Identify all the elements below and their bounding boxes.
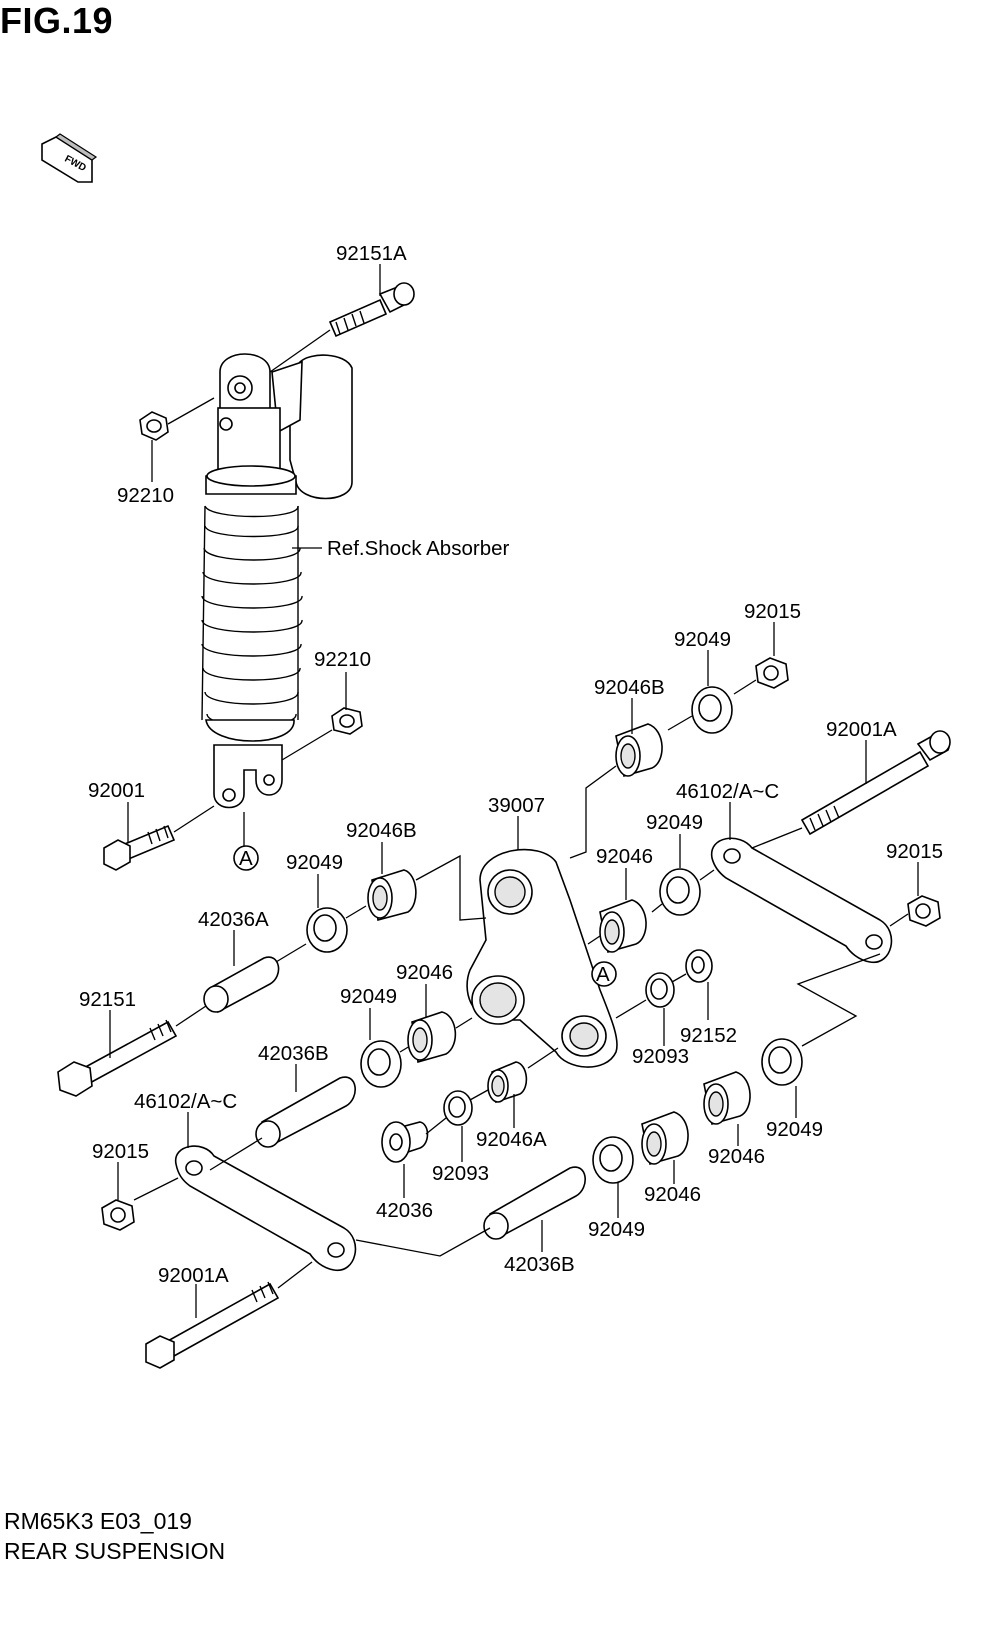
label-sleeve-42036b-center: 42036B (258, 1042, 329, 1065)
label-seal-92049-upper: 92049 (674, 628, 731, 651)
label-seal-92093-left: 92093 (432, 1162, 489, 1185)
washer-92152-icon (685, 949, 713, 983)
tierod-46102-lower (175, 1145, 357, 1271)
label-bolt-92151a: 92151A (336, 242, 407, 265)
label-bearing-92046a: 92046A (476, 1128, 547, 1151)
label-bearing-92046-right: 92046 (596, 845, 653, 868)
washer-92015-upper-icon (755, 657, 789, 689)
fwd-arrow-icon: FWD (41, 133, 98, 183)
label-bolt-92151: 92151 (79, 988, 136, 1011)
label-bolt-92001: 92001 (88, 779, 145, 802)
label-bearing-92046-bottom-mid: 92046 (644, 1183, 701, 1206)
sleeve-42036b-center-icon (255, 1076, 356, 1148)
marker-a-right: A (596, 963, 610, 986)
seal-92049-upper-icon (691, 686, 733, 734)
label-bolt-92001a-lower: 92001A (158, 1264, 229, 1287)
seal-92049-bottom-right-icon (761, 1038, 803, 1086)
washer-92015-right-icon (907, 895, 941, 927)
label-seal-92049-center: 92049 (340, 985, 397, 1008)
bolt-92001a-lower-icon (145, 1281, 280, 1369)
label-sleeve-42036b-bottom: 42036B (504, 1253, 575, 1276)
bearing-92046-center-icon (407, 1011, 457, 1064)
label-nut-92210-mid: 92210 (314, 648, 371, 671)
label-bolt-92001a-upper: 92001A (826, 718, 897, 741)
collar-42036-icon (381, 1121, 429, 1163)
washer-92015-lower-left-icon (101, 1199, 135, 1231)
tierod-46102-upper (711, 837, 893, 963)
label-ref-shock-absorber: Ref.Shock Absorber (327, 537, 509, 560)
bolt-92151a-icon (328, 282, 415, 338)
section-name: REAR SUSPENSION (4, 1538, 226, 1564)
nut-92210-mid-icon (331, 707, 363, 735)
seal-92049-bottom-mid-icon (592, 1136, 634, 1184)
bolt-92001a-upper-icon (800, 730, 951, 836)
lever-39007 (466, 848, 618, 1068)
shock-spring (201, 505, 303, 727)
label-tierod-46102-lower: 46102/A~C (134, 1090, 237, 1113)
nut-92210-top-icon (139, 411, 169, 441)
seal-92049-center-icon (360, 1040, 402, 1088)
seal-92093-right-icon (645, 972, 675, 1008)
bearing-92046a-icon (487, 1061, 528, 1104)
model-code: RM65K3 E03_019 (4, 1508, 192, 1534)
seal-92093-left-icon (443, 1090, 473, 1126)
label-bearing-92046b-left: 92046B (346, 819, 417, 842)
seal-92049-right-icon (659, 868, 701, 916)
label-sleeve-42036a: 42036A (198, 908, 269, 931)
label-bearing-92046b-upper: 92046B (594, 676, 665, 699)
sleeve-42036a-icon (203, 956, 280, 1014)
label-washer-92015-right: 92015 (886, 840, 943, 863)
bearing-92046-bottom-right-icon (703, 1071, 751, 1126)
bearing-92046-bottom-mid-icon (641, 1111, 689, 1166)
label-bearing-92046-bottom-right: 92046 (708, 1145, 765, 1168)
label-washer-92015-lower: 92015 (92, 1140, 149, 1163)
label-washer-92015-upper: 92015 (744, 600, 801, 623)
label-seal-92049-left: 92049 (286, 851, 343, 874)
bearing-92046-right-icon (599, 899, 647, 954)
label-lever-39007: 39007 (488, 794, 545, 817)
label-collar-42036: 42036 (376, 1199, 433, 1222)
sleeve-42036b-bottom-icon (483, 1166, 586, 1240)
label-seal-92093-right: 92093 (632, 1045, 689, 1068)
label-washer-92152: 92152 (680, 1024, 737, 1047)
label-tierod-46102-upper: 46102/A~C (676, 780, 779, 803)
figure-title: FIG.19 (0, 0, 114, 41)
label-nut-92210-top: 92210 (117, 484, 174, 507)
label-seal-92049-right: 92049 (646, 811, 703, 834)
bolt-92001-icon (103, 824, 176, 871)
shock-absorber (201, 353, 353, 809)
label-bearing-92046-center: 92046 (396, 961, 453, 984)
marker-a-left: A (239, 847, 253, 870)
bolt-92151-icon (57, 1019, 178, 1097)
label-seal-92049-bottom-mid: 92049 (588, 1218, 645, 1241)
bearing-92046b-left-icon (367, 869, 417, 922)
seal-92049-left-icon (306, 907, 348, 953)
bearing-92046b-upper-icon (615, 723, 663, 778)
label-seal-92049-bottom-right: 92049 (766, 1118, 823, 1141)
